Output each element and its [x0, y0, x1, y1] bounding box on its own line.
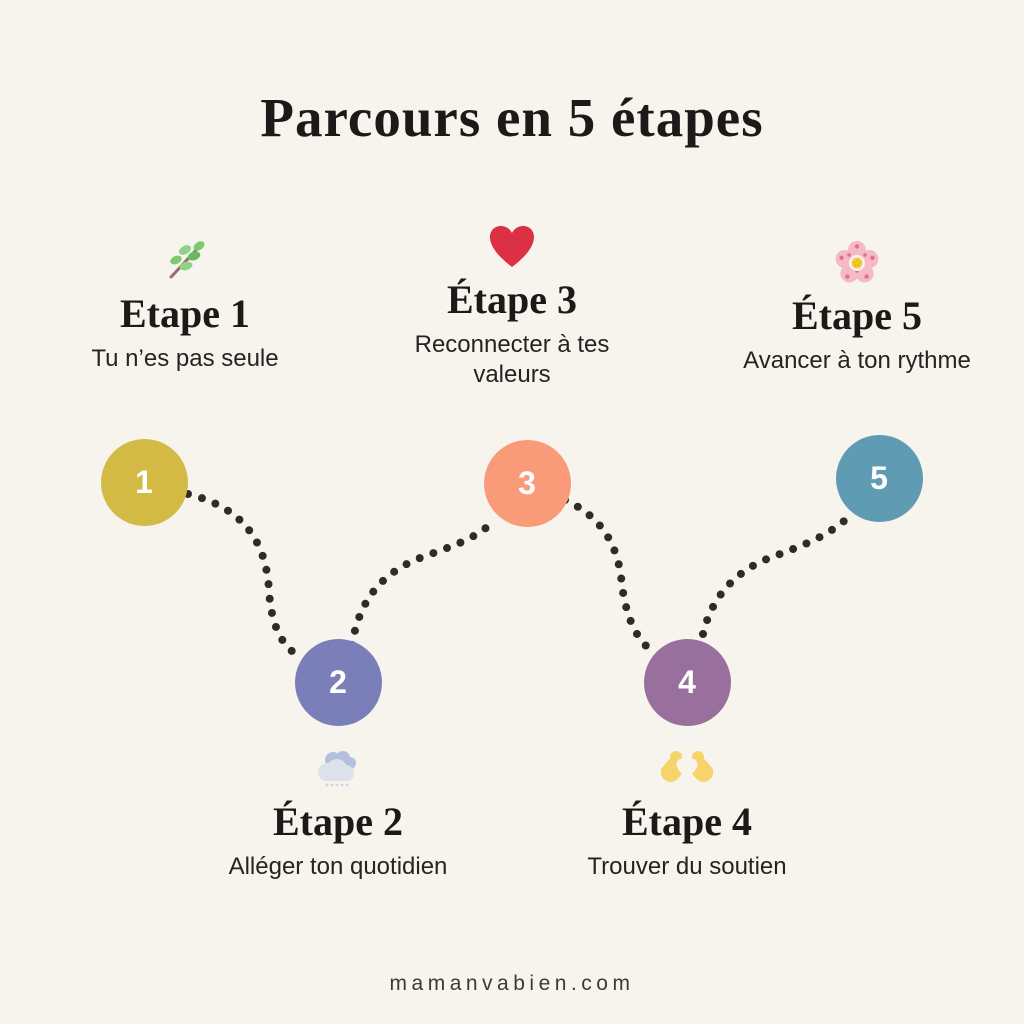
step-number-1: 1: [135, 464, 154, 500]
cherry-blossom-icon: [834, 240, 880, 286]
step-number-4: 4: [678, 664, 697, 700]
step-block-4: Étape 4 Trouver du soutien: [537, 746, 837, 882]
step-circle-4: 4: [644, 639, 731, 726]
heart-icon: [488, 224, 536, 270]
step-circle-3: 3: [484, 440, 571, 527]
step-block-2: Étape 2 Alléger ton quotidien: [188, 746, 488, 882]
step-number-3: 3: [518, 465, 537, 501]
connector-3-4: [561, 496, 659, 657]
step-number-2: 2: [329, 664, 348, 700]
website-url: mamanvabien.com: [389, 972, 635, 995]
step-number-5: 5: [870, 460, 889, 496]
connector-4-5: [699, 511, 855, 638]
step-subtitle-2: Alléger ton quotidien: [228, 853, 448, 880]
step-heading-5: Étape 5: [792, 293, 922, 338]
step-block-1: Etape 1 Tu n’es pas seule: [35, 238, 335, 374]
step-subtitle-3: Reconnecter à tes valeurs: [414, 331, 610, 388]
step-heading-3: Étape 3: [447, 277, 577, 322]
page-title: Parcours en 5 étapes: [260, 87, 764, 148]
step-subtitle-5: Avancer à ton rythme: [743, 347, 971, 374]
step-subtitle-4: Trouver du soutien: [587, 853, 787, 880]
step-subtitle-1: Tu n’es pas seule: [91, 345, 279, 372]
step-circle-5: 5: [836, 435, 923, 522]
step-heading-4: Étape 4: [622, 799, 752, 844]
step-block-3: Étape 3 Reconnecter à tes valeurs: [362, 224, 662, 390]
step-circle-2: 2: [295, 639, 382, 726]
step-heading-1: Etape 1: [120, 291, 250, 336]
step-heading-2: Étape 2: [273, 799, 403, 844]
connector-1-2: [184, 490, 305, 661]
connector-2-3: [348, 517, 498, 649]
herb-icon: [163, 238, 207, 284]
step-block-5: Étape 5 Avancer à ton rythme: [707, 240, 1007, 376]
heart-hands-icon: [661, 746, 713, 792]
step-circle-1: 1: [101, 439, 188, 526]
rain-cloud-icon: [315, 746, 361, 792]
